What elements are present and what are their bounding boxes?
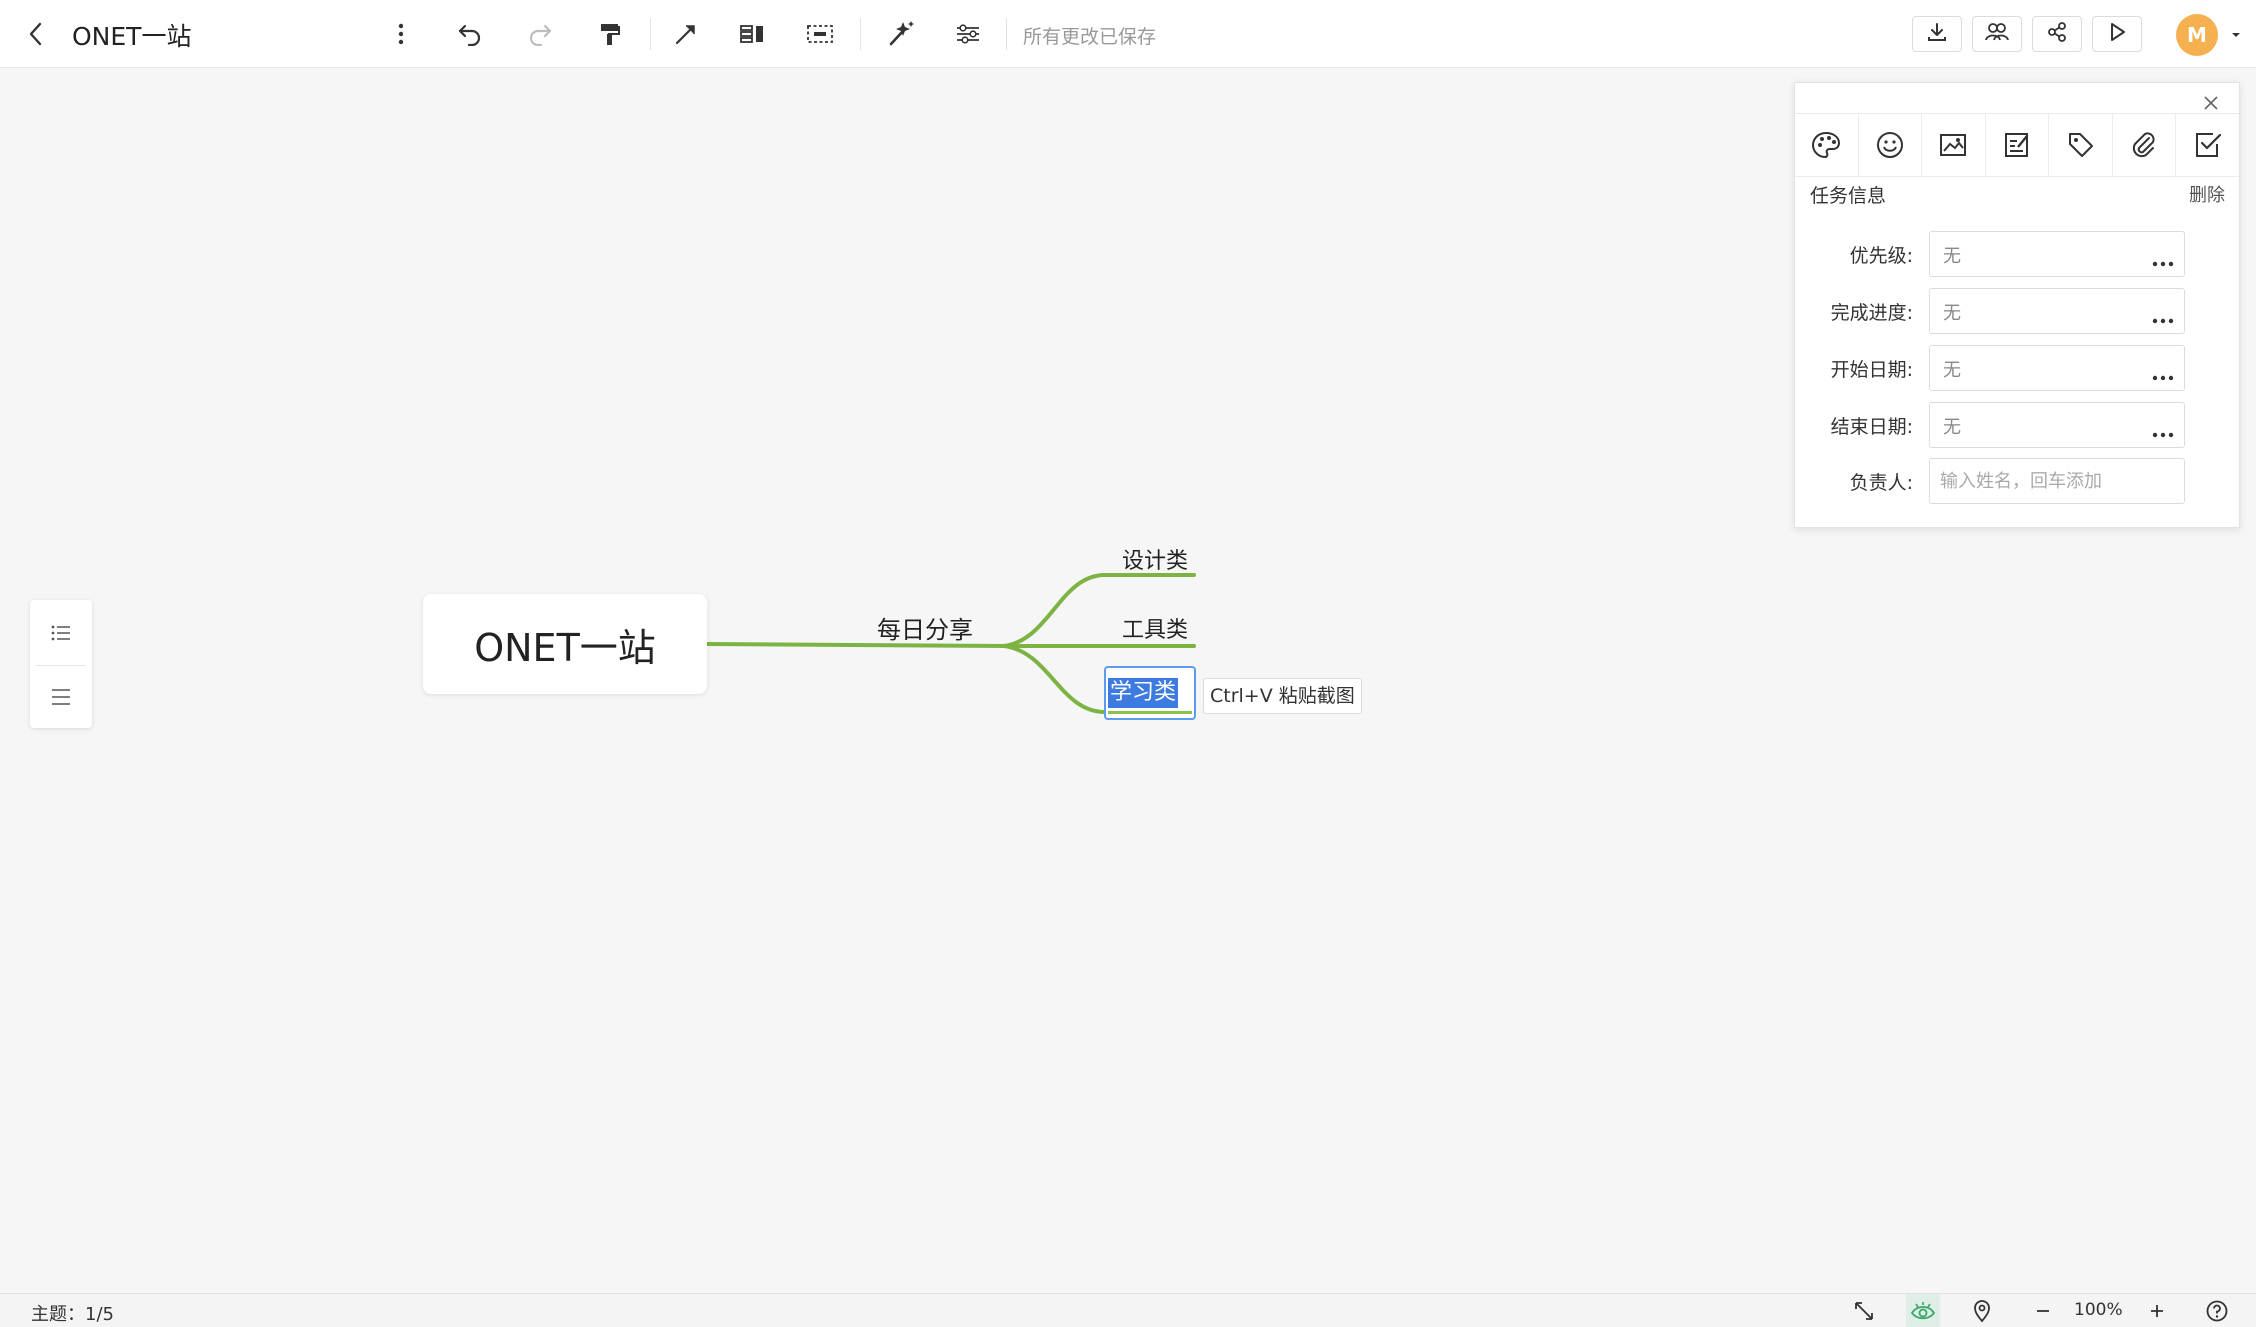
end-date-label: 结束日期: — [1830, 416, 1913, 438]
locate-icon[interactable] — [1966, 1294, 1998, 1327]
assignee-label: 负责人: — [1849, 472, 1913, 494]
present-play-icon — [2106, 21, 2128, 47]
help-icon[interactable] — [2200, 1294, 2234, 1327]
child-node-design[interactable]: 设计类 — [1122, 549, 1189, 574]
study-underline — [1108, 711, 1192, 714]
progress-label: 完成进度: — [1830, 302, 1913, 324]
root-branch-line — [705, 642, 1008, 648]
zoom-out-icon[interactable] — [2028, 1294, 2058, 1327]
start-date-value: 无 — [1943, 360, 1961, 381]
close-icon[interactable] — [2197, 89, 2225, 117]
end-date-select[interactable]: 无 — [1929, 402, 2185, 448]
progress-select[interactable]: 无 — [1929, 288, 2185, 334]
magic-wand-icon[interactable] — [882, 14, 920, 52]
redo-icon[interactable] — [522, 16, 558, 52]
child-node-study-input[interactable]: 学习类 — [1108, 678, 1179, 708]
eye-icon[interactable] — [1906, 1294, 1940, 1327]
image-icon[interactable] — [1922, 114, 1986, 176]
start-date-label: 开始日期: — [1830, 359, 1913, 381]
delete-task-link[interactable]: 删除 — [2189, 185, 2225, 206]
toolbar-divider — [1006, 18, 1007, 50]
start-date-row: 开始日期: 无 — [1795, 345, 2239, 391]
root-node[interactable]: ONET一站 — [423, 594, 707, 694]
back-arrow-icon[interactable] — [20, 18, 52, 50]
more-horizontal-icon[interactable] — [2152, 423, 2174, 442]
assignee-row: 负责人: — [1795, 458, 2239, 504]
task-check-icon[interactable] — [2176, 114, 2240, 176]
fit-screen-icon[interactable] — [1848, 1294, 1880, 1327]
tag-icon[interactable] — [2049, 114, 2113, 176]
assignee-input[interactable] — [1929, 458, 2185, 504]
progress-value: 无 — [1943, 303, 1961, 324]
save-status: 所有更改已保存 — [1023, 26, 1157, 48]
start-date-select[interactable]: 无 — [1929, 345, 2185, 391]
document-title[interactable]: ONET一站 — [72, 22, 192, 51]
status-bar: 主题：1/5 100% — [0, 1293, 2256, 1327]
priority-label: 优先级: — [1849, 245, 1913, 267]
structure-icon[interactable] — [950, 16, 986, 52]
end-date-value: 无 — [1943, 417, 1961, 438]
menu-lines-icon[interactable] — [30, 666, 92, 728]
download-icon — [1926, 21, 1948, 47]
outline-panel — [30, 600, 92, 728]
top-toolbar: ONET一站 所有更改已保存 M — [0, 0, 2256, 68]
note-icon[interactable] — [1986, 114, 2050, 176]
collaborate-button[interactable] — [1972, 16, 2022, 52]
download-button[interactable] — [1912, 16, 1962, 52]
priority-select[interactable]: 无 — [1929, 231, 2185, 277]
branch-line-design — [1002, 573, 1196, 648]
child-node-tools[interactable]: 工具类 — [1122, 618, 1189, 643]
more-horizontal-icon[interactable] — [2152, 309, 2174, 328]
style-palette-icon[interactable] — [1795, 114, 1859, 176]
panel-divider — [36, 665, 86, 666]
undo-icon[interactable] — [452, 16, 488, 52]
share-icon — [2046, 21, 2068, 47]
toolbar-divider — [650, 18, 651, 50]
panel-tabs — [1795, 113, 2240, 177]
zoom-in-icon[interactable] — [2142, 1294, 2172, 1327]
progress-row: 完成进度: 无 — [1795, 288, 2239, 334]
layout-icon[interactable] — [734, 16, 770, 52]
task-info-title: 任务信息 — [1810, 185, 1887, 207]
more-horizontal-icon[interactable] — [2152, 252, 2174, 271]
summary-frame-icon[interactable] — [802, 16, 838, 52]
emoji-icon[interactable] — [1859, 114, 1923, 176]
task-info-panel: 任务信息 删除 优先级: 无 完成进度: 无 开始日期: 无 结束日期: 无 负… — [1794, 82, 2240, 528]
connector-arrow-icon[interactable] — [668, 16, 704, 52]
outline-list-icon[interactable] — [30, 602, 92, 664]
branch-line-study — [1002, 644, 1107, 714]
present-button[interactable] — [2092, 16, 2142, 52]
more-vertical-icon[interactable] — [386, 18, 416, 50]
avatar[interactable]: M — [2176, 14, 2218, 56]
caret-down-icon[interactable] — [2230, 26, 2242, 45]
priority-row: 优先级: 无 — [1795, 231, 2239, 277]
share-button[interactable] — [2032, 16, 2082, 52]
priority-value: 无 — [1943, 246, 1961, 267]
attachment-icon[interactable] — [2113, 114, 2177, 176]
branch-node-daily-share[interactable]: 每日分享 — [877, 616, 973, 644]
collaborate-icon — [1984, 21, 2010, 47]
more-horizontal-icon[interactable] — [2152, 366, 2174, 385]
toolbar-divider — [860, 18, 861, 50]
end-date-row: 结束日期: 无 — [1795, 402, 2239, 448]
format-painter-icon[interactable] — [592, 16, 628, 52]
zoom-level[interactable]: 100% — [2074, 1300, 2123, 1320]
paste-screenshot-tip: Ctrl+V 粘贴截图 — [1203, 678, 1362, 714]
topic-count: 主题：1/5 — [31, 1304, 114, 1325]
